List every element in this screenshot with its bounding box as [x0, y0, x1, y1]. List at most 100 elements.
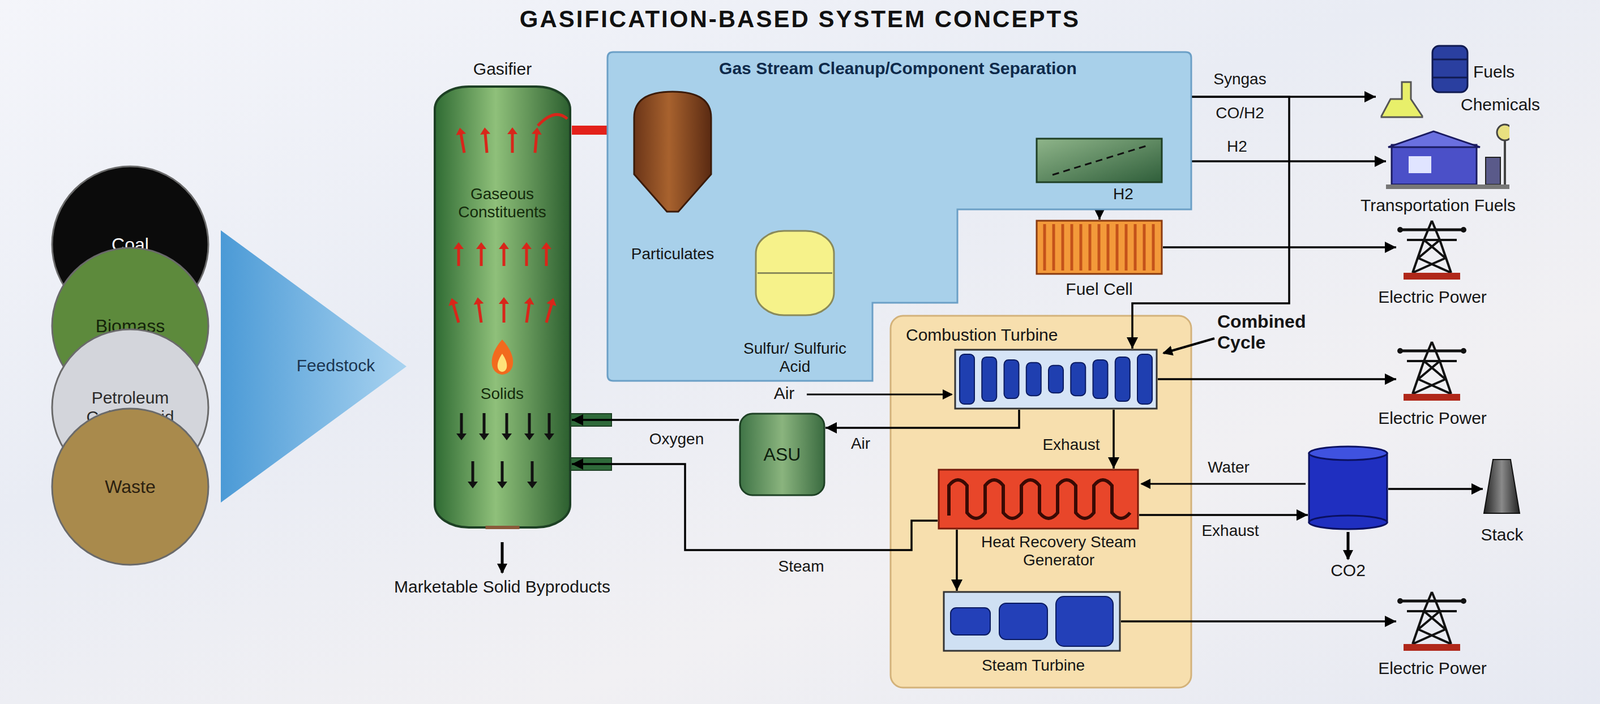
- flow-connector: [1107, 409, 1120, 469]
- node-label: CO2: [1302, 561, 1394, 581]
- node-label: Sulfur/ Sulfuric Acid: [742, 339, 847, 376]
- exhaust-stack-shape: [1482, 458, 1521, 515]
- connector-label: Syngas: [1211, 70, 1269, 89]
- flow-connector: [825, 409, 1020, 434]
- electric-power-output-shape: [1396, 217, 1468, 281]
- node-label: Gas Stream Cleanup/Component Separation: [640, 58, 1156, 79]
- arrowhead: [1384, 373, 1397, 385]
- flow-connector: [1121, 615, 1397, 628]
- flow-line: [1388, 488, 1483, 491]
- node-label: H2: [1106, 185, 1141, 204]
- water-inlet-arrow: [1141, 483, 1306, 486]
- gasifier-vessel-shape: [433, 84, 572, 530]
- particulate-vessel: Particulates: [614, 89, 740, 271]
- node-label: Gasifier: [433, 59, 572, 80]
- flow-connector: [1157, 373, 1397, 385]
- flow-line: [1162, 160, 1386, 163]
- node-label: Electric Power: [1347, 659, 1518, 679]
- fuel-cell: Fuel Cell: [1035, 219, 1163, 302]
- arrowhead: [1364, 91, 1376, 103]
- sulfur-vessel-shape: [754, 229, 836, 318]
- combined-cycle-panel: [890, 315, 1192, 688]
- arrowhead: [571, 458, 584, 470]
- flow-line: [1162, 246, 1397, 249]
- annotation-label: Water: [1199, 458, 1259, 477]
- transportation-fuels-output-shape: [1385, 122, 1510, 191]
- steam-turbine-shape: [942, 591, 1122, 653]
- hydrogen-separator-shape: [1035, 137, 1163, 184]
- co2-capture-tank-shape: [1307, 445, 1389, 531]
- sulfur-vessel: Sulfur/ Sulfuric Acid: [742, 229, 851, 380]
- node-label: Electric Power: [1347, 408, 1518, 429]
- node-label: Fuel Cell: [1035, 279, 1163, 300]
- particulate-vessel-shape: [631, 89, 714, 215]
- cleanup-panel: Gas Stream Cleanup/Component SeparationP…: [606, 50, 1193, 383]
- byproduct-arrow: [501, 542, 504, 573]
- connector-label: Exhaust: [1193, 522, 1268, 541]
- arrowhead: [1384, 241, 1397, 254]
- node-label: Waste: [62, 476, 199, 498]
- flow-connector: [571, 414, 739, 426]
- arrowhead: [1384, 615, 1397, 628]
- node-label: Fuels: [1473, 62, 1536, 83]
- flow-connector: [951, 529, 963, 592]
- electric-power-output: Electric Power: [1347, 217, 1518, 311]
- arrowhead: [1471, 483, 1483, 495]
- fuels-chemicals-output: FuelsChemicals: [1375, 39, 1574, 122]
- flow-line: [1139, 514, 1308, 517]
- air-inlet-arrow: [806, 394, 952, 396]
- electric-power-output: Electric Power: [1347, 588, 1518, 683]
- hydrogen-separator: H2: [1035, 137, 1163, 207]
- annotation-label: Marketable Solid Byproducts: [360, 577, 644, 598]
- flow-connector: [1162, 155, 1386, 168]
- annotation-label: Air: [764, 383, 804, 404]
- heat-recovery-steam-generator-shape: [937, 468, 1140, 530]
- transportation-fuels-output: Transportation Fuels: [1347, 122, 1529, 219]
- electric-power-output-shape: [1396, 588, 1468, 653]
- connector-label: Oxygen: [639, 430, 714, 449]
- electric-power-output: Electric Power: [1347, 338, 1518, 432]
- node-label: Gaseous Constituents: [445, 185, 559, 222]
- flow-connector: [1139, 509, 1308, 521]
- gasifier-vessel: GasifierGaseous ConstituentsSolids: [433, 59, 572, 530]
- combustion-turbine: Combustion Turbine: [905, 325, 1161, 411]
- node-label: Steam Turbine: [939, 656, 1127, 675]
- arrowhead: [1374, 155, 1386, 168]
- node-label: Combustion Turbine: [905, 325, 1122, 346]
- node-label: Particulates: [614, 245, 731, 264]
- node-label: Transportation Fuels: [1347, 195, 1529, 216]
- co2-capture-tank: CO2: [1302, 445, 1394, 585]
- connector-label: Air: [840, 434, 881, 453]
- node-label: Feedstock: [287, 356, 384, 376]
- connector-label: Exhaust: [1037, 435, 1106, 455]
- diagram-title: GASIFICATION-BASED SYSTEM CONCEPTS: [0, 5, 1600, 33]
- callout-arrow: [1163, 338, 1215, 354]
- exhaust-stack: Stack: [1466, 458, 1538, 550]
- combustion-turbine-shape: [953, 348, 1158, 410]
- co2-arrow: [1346, 532, 1350, 560]
- feedstock-circle: Waste: [50, 407, 210, 567]
- arrowhead: [1296, 509, 1308, 521]
- flow-line: [1121, 620, 1397, 623]
- node-label: Chemicals: [1460, 95, 1569, 115]
- flow-line: [1190, 95, 1376, 98]
- node-label: Electric Power: [1347, 287, 1518, 308]
- node-label: ASU: [738, 444, 826, 466]
- flow-line: [825, 409, 1020, 429]
- arrowhead: [1107, 457, 1120, 469]
- arrowhead: [951, 579, 963, 592]
- annotation-label: CO/H2: [1211, 104, 1269, 123]
- connector-label: H2: [1217, 137, 1257, 156]
- node-label: Heat Recovery Steam Generator: [962, 533, 1155, 570]
- air-separation-unit: ASU: [738, 412, 826, 497]
- steam-turbine: Steam Turbine: [939, 591, 1127, 682]
- flow-connector: [1388, 483, 1483, 495]
- arrowhead: [1126, 337, 1139, 349]
- fuel-cell-shape: [1035, 219, 1163, 276]
- arrowhead: [825, 422, 837, 434]
- flow-line: [1157, 378, 1397, 381]
- node-label: Stack: [1466, 525, 1538, 546]
- node-label: Solids: [445, 384, 559, 404]
- heat-recovery-steam-generator: Heat Recovery Steam Generator: [928, 468, 1150, 574]
